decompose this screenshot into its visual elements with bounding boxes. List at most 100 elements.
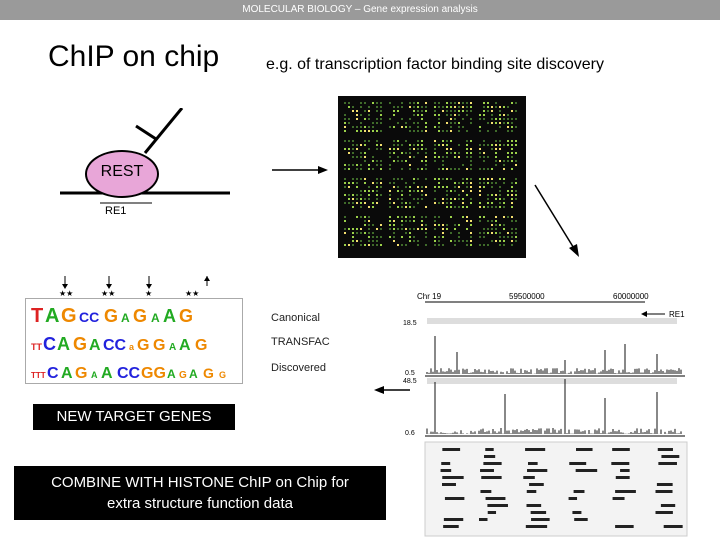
array-spot xyxy=(389,102,391,104)
array-spot xyxy=(413,198,415,200)
array-spot xyxy=(491,186,493,188)
array-spot xyxy=(458,130,460,132)
array-spot xyxy=(389,198,391,200)
array-spot xyxy=(499,202,501,204)
array-spot xyxy=(434,160,436,162)
array-spot xyxy=(417,240,419,242)
gene-model xyxy=(525,448,546,451)
array-spot xyxy=(389,236,391,238)
array-spot xyxy=(434,140,436,142)
array-spot xyxy=(462,190,464,192)
array-spot xyxy=(413,228,415,230)
array-spot xyxy=(487,156,489,158)
array-spot xyxy=(405,244,407,246)
array-spot xyxy=(352,110,354,112)
array-spot xyxy=(495,130,497,132)
array-spot xyxy=(405,220,407,222)
array-spot xyxy=(348,182,350,184)
svg-text:A: A xyxy=(189,367,198,381)
array-spot xyxy=(348,122,350,124)
array-spot xyxy=(389,194,391,196)
array-spot xyxy=(511,194,513,196)
array-spot xyxy=(368,106,370,108)
array-spot xyxy=(458,102,460,104)
array-spot xyxy=(380,144,382,146)
array-spot xyxy=(483,178,485,180)
array-spot xyxy=(368,130,370,132)
array-spot xyxy=(360,114,362,116)
array-spot xyxy=(389,220,391,222)
array-spot xyxy=(372,190,374,192)
array-spot xyxy=(462,206,464,208)
array-spot xyxy=(397,216,399,218)
array-spot xyxy=(458,232,460,234)
array-spot xyxy=(344,216,346,218)
array-spot xyxy=(462,126,464,128)
array-spot xyxy=(442,106,444,108)
array-spot xyxy=(511,202,513,204)
array-spot xyxy=(360,240,362,242)
array-spot xyxy=(389,228,391,230)
array-spot xyxy=(376,236,378,238)
array-spot xyxy=(470,232,472,234)
array-spot xyxy=(487,220,489,222)
array-spot xyxy=(491,106,493,108)
array-spot xyxy=(511,190,513,192)
re1-plot-label: RE1 xyxy=(669,310,685,319)
array-spot xyxy=(483,228,485,230)
array-spot xyxy=(376,198,378,200)
gene-model xyxy=(440,469,452,472)
array-spot xyxy=(356,126,358,128)
array-spot xyxy=(380,110,382,112)
array-spot xyxy=(466,144,468,146)
array-spot xyxy=(393,160,395,162)
array-spot xyxy=(491,228,493,230)
array-spot xyxy=(417,178,419,180)
array-spot xyxy=(442,236,444,238)
array-spot xyxy=(364,190,366,192)
array-spot xyxy=(364,198,366,200)
array-spot xyxy=(348,194,350,196)
array-spot xyxy=(454,186,456,188)
array-spot xyxy=(442,110,444,112)
array-spot xyxy=(417,202,419,204)
slide-title: ChIP on chip xyxy=(48,40,220,73)
array-spot xyxy=(376,102,378,104)
array-spot xyxy=(511,148,513,150)
array-spot xyxy=(344,182,346,184)
array-spot xyxy=(413,190,415,192)
array-spot xyxy=(470,152,472,154)
array-spot xyxy=(462,216,464,218)
svg-text:G: G xyxy=(179,306,193,326)
array-spot xyxy=(466,194,468,196)
array-spot xyxy=(487,244,489,246)
array-spot xyxy=(483,232,485,234)
array-spot xyxy=(421,144,423,146)
array-spot xyxy=(348,244,350,246)
array-spot xyxy=(479,194,481,196)
array-spot xyxy=(425,178,427,180)
array-spot xyxy=(344,130,346,132)
array-spot xyxy=(344,168,346,170)
array-spot xyxy=(425,148,427,150)
array-spot xyxy=(348,106,350,108)
array-spot xyxy=(417,244,419,246)
array-spot xyxy=(421,194,423,196)
svg-text:CC: CC xyxy=(103,337,127,354)
array-spot xyxy=(389,216,391,218)
array-spot xyxy=(462,198,464,200)
array-spot xyxy=(352,106,354,108)
gene-model xyxy=(620,469,630,472)
array-spot xyxy=(360,126,362,128)
array-spot xyxy=(389,156,391,158)
array-spot xyxy=(434,224,436,226)
gene-model xyxy=(661,455,680,458)
y-tick-label: 18.5 xyxy=(403,320,417,327)
array-spot xyxy=(446,224,448,226)
gene-model xyxy=(485,497,506,500)
array-spot xyxy=(499,140,501,142)
array-spot xyxy=(405,122,407,124)
array-spot xyxy=(511,220,513,222)
array-spot xyxy=(368,148,370,150)
array-spot xyxy=(515,232,517,234)
